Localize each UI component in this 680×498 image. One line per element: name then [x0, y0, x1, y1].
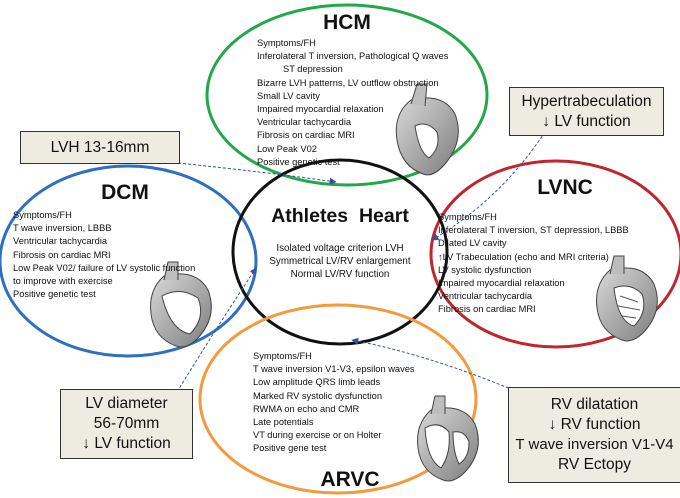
rv-dilatation-callout-line: ↓ RV function	[548, 416, 641, 433]
hcm-finding: Ventricular tachycardia	[257, 117, 352, 128]
arvc-title: ARVC	[320, 468, 380, 491]
heart-illustration-arvc	[417, 395, 479, 482]
arvc-finding: Low amplitude QRS limb leads	[253, 377, 381, 388]
arvc-finding: Positive gene test	[253, 443, 327, 454]
lv-diameter-callout: LV diameter 56-70mm ↓ LV function	[60, 389, 193, 459]
lv-diameter-callout-line: 56-70mm	[93, 415, 160, 432]
athletes-heart-finding: Normal LV/RV function	[290, 268, 390, 280]
athletes-heart-title: Athletes Heart	[271, 205, 409, 227]
hcm-finding: Inferolateral T inversion, Pathological …	[257, 51, 449, 62]
dcm-title: DCM	[101, 181, 149, 204]
hcm-title: HCM	[323, 11, 371, 34]
lvnc-finding: Symptoms/FH	[438, 212, 497, 222]
lvnc-finding: Dilated LV cavity	[438, 238, 507, 249]
arvc-finding: Symptoms/FH	[253, 351, 312, 361]
lvnc-finding: Ventricular tachycardia	[438, 291, 533, 302]
heart-illustration-hcm	[395, 83, 459, 176]
dcm-finding: Positive genetic test	[13, 289, 96, 300]
hcm-ellipse	[205, 3, 489, 187]
hypertrabeculation-callout-line: ↓ LV function	[542, 112, 631, 130]
athletes-heart-findings-list: Isolated voltage criterion LVH Symmetric…	[260, 243, 420, 281]
lvnc-findings-list: Symptoms/FH Inferolateral T inversion, S…	[438, 211, 629, 317]
arvc-findings-list: Symptoms/FH T wave inversion V1-V3, epsi…	[253, 350, 415, 456]
athletes-heart-finding: Isolated voltage criterion LVH	[276, 243, 404, 254]
lv-diameter-arrow	[176, 267, 257, 393]
dcm-ellipse	[0, 164, 258, 358]
heart-illustration-lvnc	[596, 255, 658, 342]
hypertrabeculation-callout: Hypertrabeculation ↓ LV function	[509, 87, 664, 136]
dcm-findings-list: Symptoms/FH T wave inversion, LBBB Ventr…	[13, 209, 195, 301]
hcm-finding: Bizarre LVH patterns, LV outflow obstruc…	[257, 77, 439, 88]
rv-dilatation-callout: RV dilatation ↓ RV function T wave inver…	[508, 387, 680, 483]
hcm-findings-list: Symptoms/FH Inferolateral T inversion, P…	[257, 37, 448, 169]
hcm-finding: Fibrosis on cardiac MRI	[257, 130, 355, 141]
arvc-ellipse	[198, 303, 478, 495]
dcm-finding: Fibrosis on cardiac MRI	[13, 249, 111, 260]
lvnc-finding: Fibrosis on cardiac MRI	[438, 304, 536, 315]
rv-dilatation-arrow	[351, 337, 519, 393]
hcm-finding: Positive genetic test	[257, 156, 340, 167]
arvc-finding: Late potentials	[253, 417, 314, 428]
arvc-finding: VT during exercise or on Holter	[253, 430, 382, 441]
arvc-finding: RWMA on echo and CMR	[253, 403, 360, 414]
lvnc-finding: Impaired myocardial relaxation	[438, 278, 565, 289]
lvnc-finding: Inferolateral T inversion, ST depression…	[438, 225, 629, 236]
dcm-finding: T wave inversion, LBBB	[13, 223, 112, 234]
lvh-arrow	[177, 162, 337, 185]
dcm-finding: to improve with exercise	[13, 276, 113, 287]
lvnc-title: LVNC	[537, 176, 593, 199]
rv-dilatation-callout-line: T wave inversion V1-V4	[515, 436, 674, 453]
lvh-callout: LVH 13-16mm	[20, 131, 180, 164]
hcm-finding: Low Peak V02	[257, 143, 317, 154]
dcm-finding: Low Peak V02/ failure of LV systolic fun…	[13, 262, 196, 273]
lvnc-ellipse	[429, 159, 680, 349]
athletes-heart-finding: Symmetrical LV/RV enlargement	[269, 255, 411, 267]
dcm-finding: Ventricular tachycardia	[13, 236, 108, 247]
lvh-callout-line: LVH 13-16mm	[50, 138, 150, 156]
lv-diameter-callout-line: LV diameter	[85, 395, 168, 412]
lvnc-finding: LV systolic dysfunction	[438, 264, 532, 275]
rv-dilatation-callout-line: RV Ectopy	[558, 456, 631, 473]
lv-diameter-callout-line: ↓ LV function	[82, 435, 171, 452]
athletes-ellipse	[231, 158, 449, 346]
heart-illustration-dcm	[150, 261, 212, 348]
hcm-finding: ST depression	[283, 64, 343, 75]
hcm-finding: Symptoms/FH	[257, 38, 316, 48]
dcm-finding: Symptoms/FH	[13, 210, 72, 220]
hcm-finding: Impaired myocardial relaxation	[257, 104, 384, 115]
hcm-finding: Small LV cavity	[257, 90, 320, 101]
rv-dilatation-callout-line: RV dilatation	[550, 396, 639, 413]
lvnc-finding: ↑LV Trabeculation (echo and MRI criteria…	[438, 251, 609, 262]
arvc-finding: Marked RV systolic dysfunction	[253, 390, 383, 401]
hypertrabeculation-callout-line: Hypertrabeculation	[521, 92, 652, 110]
arvc-finding: T wave inversion V1-V3, epsilon waves	[253, 364, 415, 375]
